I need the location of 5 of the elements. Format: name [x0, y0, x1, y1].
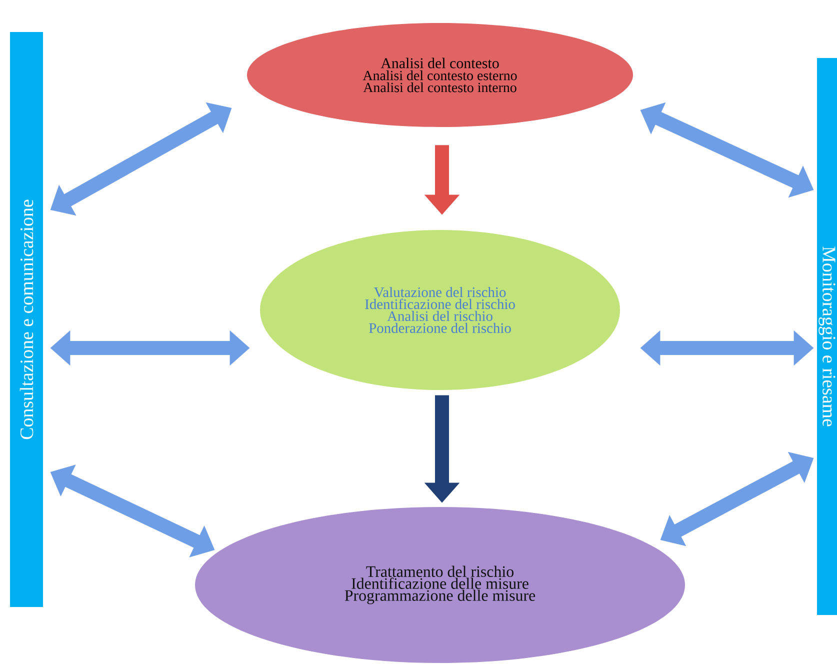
ellipse-box: Trattamento del rischio Identificazione delle misure Programmazione delle misure	[195, 506, 685, 663]
ellipse-box: Analisi del contesto Analisi del contesto esterno Analisi del contesto interno	[247, 23, 633, 127]
side-bar: Monitoraggio e riesame	[817, 58, 837, 615]
ellipse-box: Valutazione del rischio Identificazione del rischio Analisi del rischio Ponderazione del rischio	[260, 230, 620, 390]
side-bar: Consultazione e comunicazione	[10, 32, 43, 607]
